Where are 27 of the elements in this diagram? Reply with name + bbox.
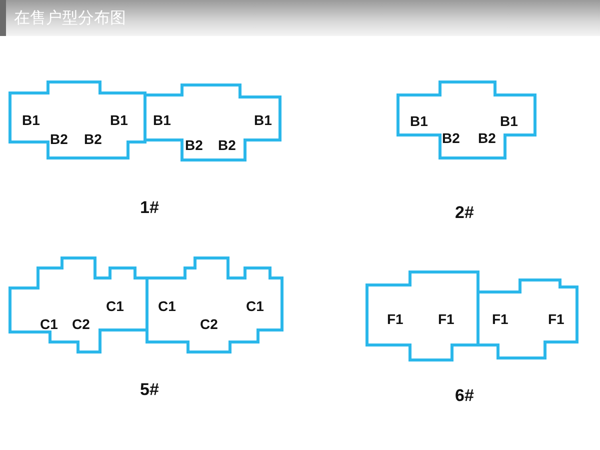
unit-type-label: B2 bbox=[218, 137, 236, 153]
unit-type-label: C1 bbox=[106, 298, 124, 314]
building-number: 6# bbox=[455, 386, 474, 406]
unit-type-label: F1 bbox=[548, 311, 564, 327]
unit-type-label: F1 bbox=[438, 311, 454, 327]
building-number: 1# bbox=[140, 198, 159, 218]
building-number: 2# bbox=[455, 203, 474, 223]
unit-type-label: C2 bbox=[72, 316, 90, 332]
unit-type-label: C1 bbox=[40, 316, 58, 332]
unit-type-label: B2 bbox=[185, 137, 203, 153]
unit-type-label: C2 bbox=[200, 316, 218, 332]
unit-type-label: B1 bbox=[254, 112, 272, 128]
building-number: 5# bbox=[140, 380, 159, 400]
unit-type-label: B1 bbox=[410, 113, 428, 129]
unit-type-label: B2 bbox=[84, 131, 102, 147]
unit-type-label: B2 bbox=[442, 130, 460, 146]
unit-type-label: B1 bbox=[110, 112, 128, 128]
unit-type-label: F1 bbox=[492, 311, 508, 327]
unit-type-label: B2 bbox=[50, 131, 68, 147]
unit-type-label: B1 bbox=[22, 112, 40, 128]
unit-type-label: B2 bbox=[478, 130, 496, 146]
unit-type-label: C1 bbox=[246, 298, 264, 314]
unit-type-label: C1 bbox=[158, 298, 176, 314]
page-title: 在售户型分布图 bbox=[14, 8, 126, 29]
unit-type-label: F1 bbox=[387, 311, 404, 327]
unit-type-label: B1 bbox=[153, 112, 171, 128]
unit-type-label: B1 bbox=[500, 113, 518, 129]
